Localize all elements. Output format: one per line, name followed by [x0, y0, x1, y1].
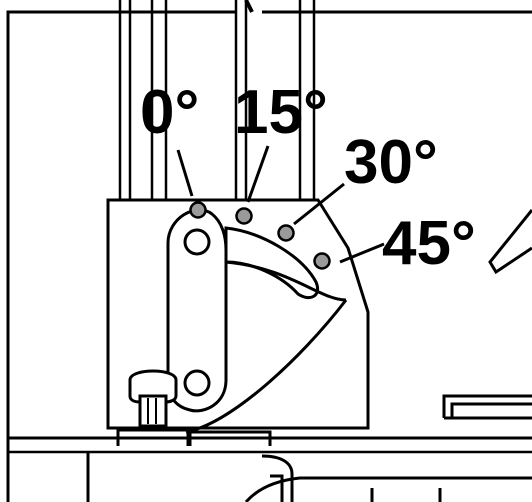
- leader-0: [176, 149, 194, 197]
- angle-labels: 0° 15° 30° 45°: [140, 78, 476, 278]
- leader-45: [339, 242, 385, 264]
- vertical-rails: [118, 0, 316, 200]
- leader-lines: [176, 145, 385, 264]
- support-rib: [185, 260, 348, 434]
- pivot-hole-lower: [183, 369, 211, 397]
- leader-15: [246, 145, 270, 203]
- lower-right-blocks: [442, 394, 532, 420]
- detent-45: [313, 252, 331, 270]
- detent-15: [235, 207, 253, 225]
- detent-30: [277, 224, 295, 242]
- label-0-degrees: 0°: [140, 78, 199, 147]
- label-45-degrees: 45°: [382, 209, 476, 278]
- blade-tip-icon: [488, 209, 532, 275]
- detent-0: [189, 201, 207, 219]
- leader-30: [293, 182, 345, 226]
- base-platform: [86, 428, 532, 502]
- pivot-hole-upper: [183, 228, 211, 256]
- label-30-degrees: 30°: [344, 128, 438, 197]
- label-15-degrees: 15°: [234, 78, 328, 147]
- lock-knob-icon[interactable]: [128, 369, 178, 428]
- detent-points: [189, 201, 331, 270]
